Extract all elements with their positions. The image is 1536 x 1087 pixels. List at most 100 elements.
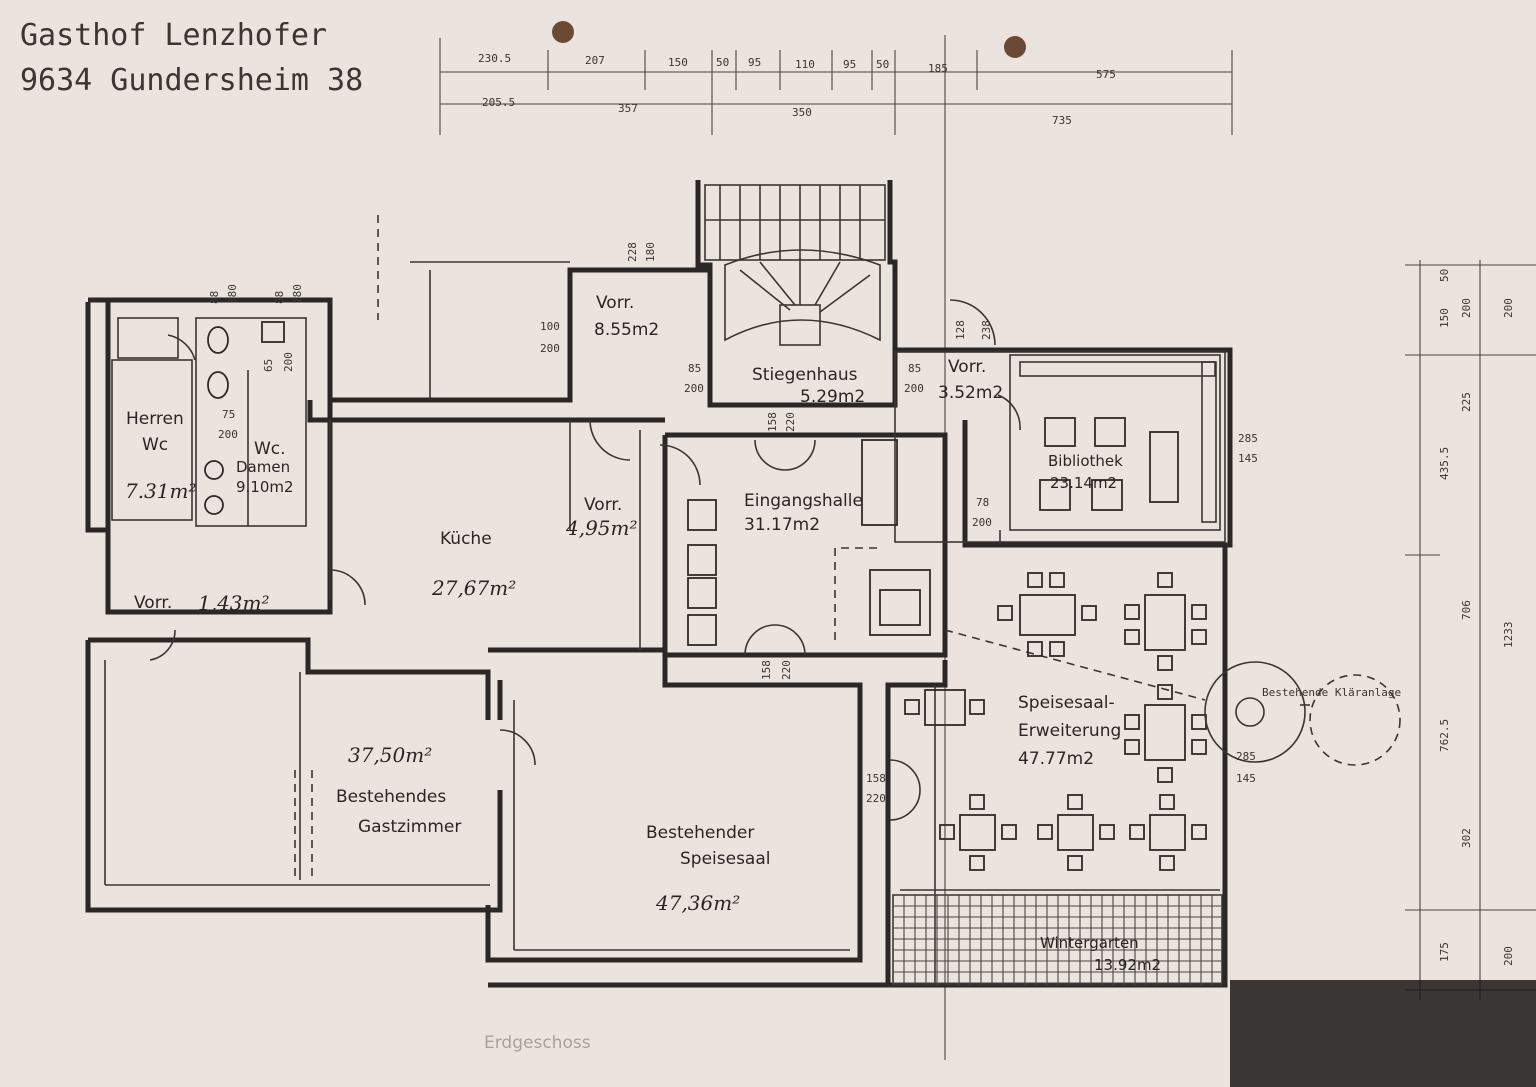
dining-tables xyxy=(904,572,1207,871)
scan-shadow xyxy=(1230,980,1536,1087)
room-herren-name1: Herren xyxy=(126,409,184,429)
room-speisesaal-name1: Bestehender xyxy=(646,823,754,843)
door-label-10a: 78 xyxy=(976,496,989,509)
staircase xyxy=(704,184,886,346)
punch-hole-right xyxy=(1004,36,1026,58)
room-speisesaal-erw-name1: Speisesaal- xyxy=(1018,693,1115,713)
plan-title-line2: 9634 Gundersheim 38 xyxy=(20,63,363,98)
dim-top-13: 350 xyxy=(792,106,812,119)
room-speisesaal-area: 47,36m² xyxy=(655,891,740,915)
dim-top-8: 50 xyxy=(876,58,889,71)
door-label-10b: 200 xyxy=(972,516,992,529)
dim-right-2: 150 xyxy=(1438,308,1451,328)
door-label-6b: 220 xyxy=(784,412,797,432)
dim-right-6: 762.5 xyxy=(1438,719,1451,752)
room-gastzimmer-area: 37,50m² xyxy=(348,743,432,767)
floor-label: Erdgeschoss xyxy=(484,1033,591,1053)
dim-right-11: 1233 xyxy=(1502,622,1515,649)
dim-right-5: 706 xyxy=(1460,600,1473,620)
door-label-5a: 85 xyxy=(688,362,701,375)
door-label-11a: 158 xyxy=(760,660,773,680)
room-eingangshalle-area: 31.17m2 xyxy=(744,515,820,535)
door-label-14b: 200 xyxy=(218,428,238,441)
room-vorr-top-area: 8.55m2 xyxy=(594,320,659,340)
dim-top-12: 357 xyxy=(618,102,638,115)
door-label-4a: 100 xyxy=(540,320,560,333)
room-gastzimmer-name2: Gastzimmer xyxy=(358,817,461,837)
room-kueche-area: 27,67m² xyxy=(431,576,516,600)
dim-right-7: 302 xyxy=(1460,828,1473,848)
door-label-14a: 75 xyxy=(222,408,235,421)
room-kueche-name: Küche xyxy=(440,529,492,549)
dim-top-10: 575 xyxy=(1096,68,1116,81)
door-label-15a: 65 xyxy=(262,359,275,372)
room-vorr-mid-name: Vorr. xyxy=(584,495,622,515)
room-speisesaal-erw-name2: Erweiterung xyxy=(1018,721,1121,741)
dim-right-12: 200 xyxy=(1502,946,1515,966)
door-label-7b: 200 xyxy=(904,382,924,395)
room-stiegenhaus-area: 5.29m2 xyxy=(800,387,865,407)
door-size-labels: 88 180 88 180 228 180 100 200 85 200 158… xyxy=(208,242,1258,805)
door-label-2a: 88 xyxy=(273,291,286,304)
room-vorr-right-name: Vorr. xyxy=(948,357,986,377)
door-label-12b: 220 xyxy=(866,792,886,805)
dim-top-4: 50 xyxy=(716,56,729,69)
klaeranlage-label: Bestehende Kläranlage xyxy=(1262,686,1401,699)
dim-top-5: 95 xyxy=(748,56,761,69)
dim-right-1: 50 xyxy=(1438,269,1451,282)
door-label-3b: 180 xyxy=(644,242,657,262)
dim-right-10: 200 xyxy=(1460,298,1473,318)
room-eingangshalle-name: Eingangshalle xyxy=(744,491,863,511)
door-label-7a: 85 xyxy=(908,362,921,375)
door-label-9a: 285 xyxy=(1238,432,1258,445)
dim-top-11: 205.5 xyxy=(482,96,515,109)
door-label-8b: 238 xyxy=(980,320,993,340)
dim-top-9: 185 xyxy=(928,62,948,75)
door-label-13a: 285 xyxy=(1236,750,1256,763)
door-label-1a: 88 xyxy=(208,291,221,304)
door-label-5b: 200 xyxy=(684,382,704,395)
room-damen-name1: Wc. xyxy=(254,439,286,459)
door-label-1b: 180 xyxy=(226,284,239,304)
room-vorr-mid-area: 4,95m² xyxy=(565,516,638,540)
room-vorr-top-name: Vorr. xyxy=(596,293,634,313)
room-damen-area: 9.10m2 xyxy=(236,478,294,496)
wintergarten-grid xyxy=(892,894,1223,986)
klaeranlage-circles xyxy=(1204,661,1401,766)
library-furniture xyxy=(1019,361,1217,523)
room-wintergarten-name: Wintergarten xyxy=(1040,934,1139,952)
dim-right-4: 435.5 xyxy=(1438,447,1451,480)
room-bibliothek-name: Bibliothek xyxy=(1048,452,1123,470)
room-vorr-left-name: Vorr. xyxy=(134,593,172,613)
right-dimension-chain: 50 150 225 435.5 706 762.5 302 175 200 2… xyxy=(1405,260,1536,1000)
door-label-2b: 180 xyxy=(291,284,304,304)
hall-furniture xyxy=(687,439,931,646)
door-label-8a: 128 xyxy=(954,320,967,340)
punch-hole-left xyxy=(552,21,574,43)
dim-top-1: 230.5 xyxy=(478,52,511,65)
door-label-3a: 228 xyxy=(626,242,639,262)
room-herren-area: 7.31m² xyxy=(125,479,197,503)
door-label-13b: 145 xyxy=(1236,772,1256,785)
door-label-15b: 200 xyxy=(282,352,295,372)
room-stiegenhaus-name: Stiegenhaus xyxy=(752,365,858,385)
dim-top-14: 735 xyxy=(1052,114,1072,127)
plan-title-line1: Gasthof Lenzhofer xyxy=(20,18,327,53)
room-wintergarten-area: 13.92m2 xyxy=(1094,956,1161,974)
room-vorr-right-area: 3.52m2 xyxy=(938,383,1003,403)
room-gastzimmer-name1: Bestehendes xyxy=(336,787,446,807)
door-label-6a: 158 xyxy=(766,412,779,432)
room-bibliothek-area: 23.14m2 xyxy=(1050,474,1117,492)
dim-top-2: 207 xyxy=(585,54,605,67)
room-herren-name2: Wc xyxy=(142,435,168,455)
door-label-12a: 158 xyxy=(866,772,886,785)
dim-top-6: 110 xyxy=(795,58,815,71)
sanitary-fixtures xyxy=(204,321,285,515)
interior-lines xyxy=(104,261,1226,985)
door-label-9b: 145 xyxy=(1238,452,1258,465)
door-label-11b: 220 xyxy=(780,660,793,680)
dim-right-3: 225 xyxy=(1460,392,1473,412)
door-swings xyxy=(149,299,1021,821)
dim-top-3: 150 xyxy=(668,56,688,69)
